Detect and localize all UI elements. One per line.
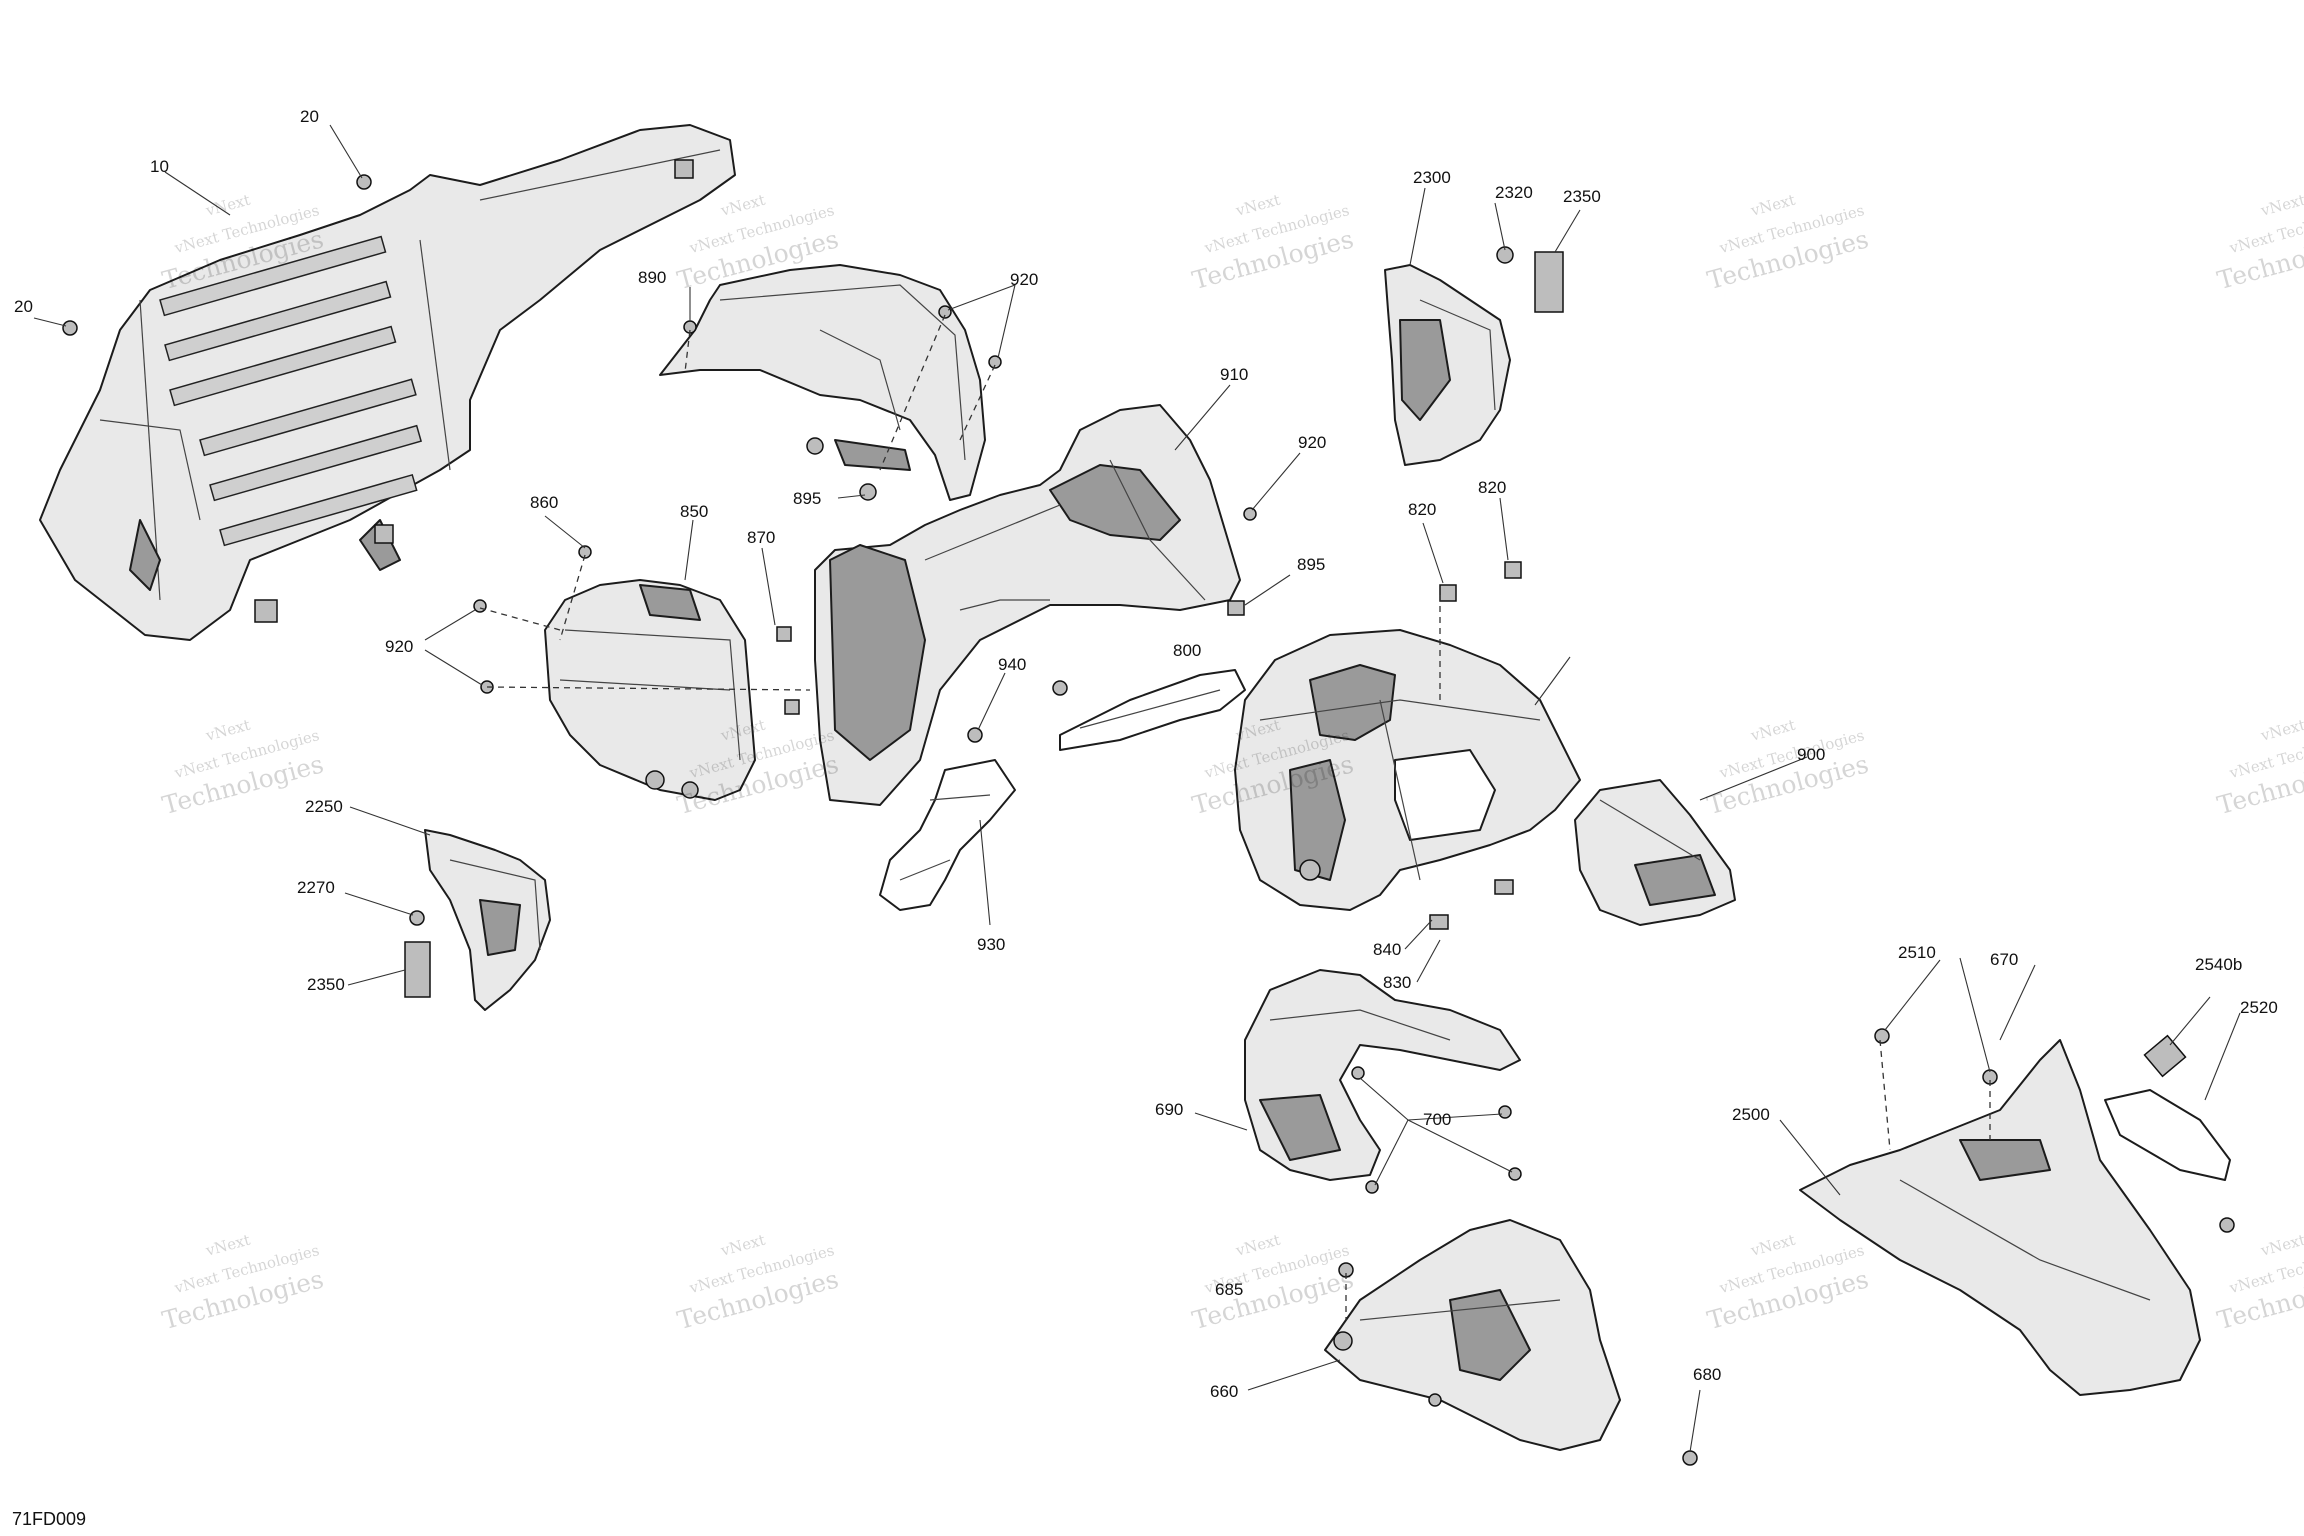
svg-text:vNext: vNext <box>203 1231 252 1260</box>
part-800-dashboard <box>1234 561 1581 930</box>
watermark: vNext vNext Technologies Technologies <box>2214 191 2304 295</box>
svg-text:vNext: vNext <box>203 716 252 745</box>
callout-2510: 2510 <box>1898 943 1936 962</box>
part-690-lower-console <box>1244 969 1521 1181</box>
callout-10: 10 <box>150 157 169 176</box>
callout-820: 820 <box>1478 478 1506 497</box>
callout-2350: 2350 <box>1563 187 1601 206</box>
callout-940: 940 <box>998 655 1026 674</box>
part-660-lower-tray <box>1324 1219 1698 1466</box>
watermark: vNext vNext Technologies Technologies <box>1189 1231 1356 1335</box>
callout-930: 930 <box>977 935 1005 954</box>
callout-2350: 2350 <box>307 975 345 994</box>
callout-910: 910 <box>1220 365 1248 384</box>
callout-2520: 2520 <box>2240 998 2278 1017</box>
callout-700: 700 <box>1423 1110 1451 1129</box>
callout-680: 680 <box>1693 1365 1721 1384</box>
callout-20: 20 <box>300 107 319 126</box>
callout-830: 830 <box>1383 973 1411 992</box>
watermark: vNext vNext Technologies Technologies <box>159 1231 326 1335</box>
callout-685: 685 <box>1215 1280 1243 1299</box>
callout-895: 895 <box>793 489 821 508</box>
callout-920: 920 <box>1298 433 1326 452</box>
callout-labels: 10 20 20 890 920 895 2300 2320 2350 910 … <box>14 107 2278 1401</box>
part-2500-rear-cover <box>1799 1028 2235 1396</box>
callout-2540b: 2540b <box>2195 955 2242 974</box>
part-850-side-panel <box>544 579 800 801</box>
callout-2300: 2300 <box>1413 168 1451 187</box>
callout-660: 660 <box>1210 1382 1238 1401</box>
diagram-code: 71FD009 <box>12 1509 86 1529</box>
svg-text:vNext: vNext <box>1233 191 1282 220</box>
part-upper-dash-cover <box>659 264 986 501</box>
watermark: vNext vNext Technologies Technologies <box>1704 191 1871 295</box>
svg-text:vNext: vNext <box>1748 1231 1797 1260</box>
svg-text:vNext: vNext <box>718 1231 767 1260</box>
callout-2270: 2270 <box>297 878 335 897</box>
watermark: vNext vNext Technologies Technologies <box>2214 716 2304 820</box>
part-2250-vent-assembly <box>404 829 551 1011</box>
callout-2320: 2320 <box>1495 183 1533 202</box>
callout-860: 860 <box>530 493 558 512</box>
svg-text:vNext: vNext <box>2258 1231 2304 1260</box>
part-10-front-fascia <box>39 124 736 641</box>
callout-820: 820 <box>1408 500 1436 519</box>
svg-text:vNext: vNext <box>1748 191 1797 220</box>
watermark: vNext vNext Technologies Technologies <box>1704 716 1871 820</box>
watermark: vNext vNext Technologies Technologies <box>1704 1231 1871 1335</box>
watermark: vNext vNext Technologies Technologies <box>159 716 326 820</box>
callout-2250: 2250 <box>305 797 343 816</box>
callout-20: 20 <box>14 297 33 316</box>
part-910-center-tunnel <box>814 404 1245 806</box>
callout-690: 690 <box>1155 1100 1183 1119</box>
fasteners <box>62 174 1522 1407</box>
watermark: vNext vNext Technologies Technologies <box>1189 191 1356 295</box>
svg-text:vNext: vNext <box>718 191 767 220</box>
part-900-glovebox <box>1574 779 1736 926</box>
leader-lines <box>33 124 2241 1453</box>
callout-800: 800 <box>1173 641 1201 660</box>
callout-850: 850 <box>680 502 708 521</box>
svg-text:vNext: vNext <box>2258 191 2304 220</box>
callout-890: 890 <box>638 268 666 287</box>
assembly-dashed-lines <box>479 314 1991 1320</box>
part-2300-vent-assembly <box>1384 246 1564 466</box>
callout-870: 870 <box>747 528 775 547</box>
svg-text:vNext: vNext <box>2258 716 2304 745</box>
callout-670: 670 <box>1990 950 2018 969</box>
callout-895: 895 <box>1297 555 1325 574</box>
watermark: vNext vNext Technologies Technologies <box>2214 1231 2304 1335</box>
part-930-940-heat-shields <box>879 669 1246 911</box>
svg-text:vNext: vNext <box>1748 716 1797 745</box>
callout-920: 920 <box>385 637 413 656</box>
callout-2500: 2500 <box>1732 1105 1770 1124</box>
callout-900: 900 <box>1797 745 1825 764</box>
callout-920: 920 <box>1010 270 1038 289</box>
callout-840: 840 <box>1373 940 1401 959</box>
svg-text:vNext: vNext <box>1233 1231 1282 1260</box>
svg-text:vNext: vNext <box>203 191 252 220</box>
watermark: vNext vNext Technologies Technologies <box>674 1231 841 1335</box>
